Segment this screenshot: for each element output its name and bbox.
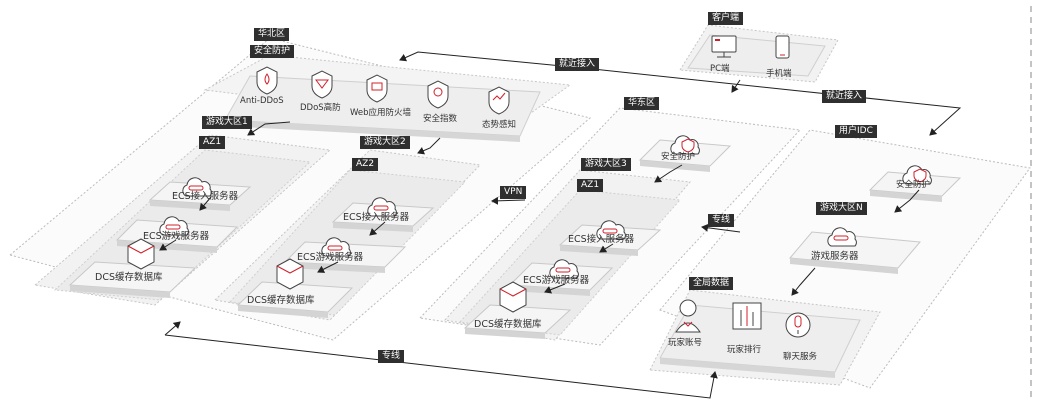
global-data-tag: 全局数据 bbox=[689, 277, 734, 290]
server-blocks bbox=[68, 139, 962, 339]
security-platform-edge bbox=[225, 120, 520, 142]
zonen-tag: 游戏大区N bbox=[816, 202, 867, 215]
zone1-tag: 游戏大区1 bbox=[202, 116, 252, 129]
player-ranking-label: 玩家排行 bbox=[727, 345, 762, 355]
zone3-dcs-label: DCS缓存数据库 bbox=[474, 319, 542, 330]
zone1-ecs-access-label: ECS接入服务器 bbox=[172, 191, 239, 202]
user-idc-tag: 用户IDC bbox=[835, 125, 877, 138]
dedicated-line-tag-2: 专线 bbox=[378, 350, 405, 363]
zone2-dcs-label: DCS缓存数据库 bbox=[247, 295, 315, 306]
zone3-tag: 游戏大区3 bbox=[581, 158, 631, 171]
security-shield-icons bbox=[256, 66, 510, 115]
cloud-server-icons bbox=[159, 135, 932, 279]
dcs-icons bbox=[127, 238, 527, 313]
east-security-label: 安全防护 bbox=[661, 152, 696, 162]
east-region-tag: 华东区 bbox=[624, 97, 660, 110]
zone1-ecs-game-label: ECS游戏服务器 bbox=[143, 231, 210, 242]
zone2-ecs-game-label: ECS游戏服务器 bbox=[297, 252, 364, 263]
zone2-tag: 游戏大区2 bbox=[360, 136, 410, 149]
dedicated-line-tag-1: 专线 bbox=[708, 214, 735, 227]
security-panel-tag: 安全防护 bbox=[250, 45, 295, 58]
idc-game-server-label: 游戏服务器 bbox=[811, 251, 859, 262]
zone1-dcs-label: DCS缓存数据库 bbox=[95, 272, 163, 283]
global-data-platform-edge bbox=[660, 358, 835, 378]
nearby-access-tag-2: 就近接入 bbox=[822, 90, 867, 103]
client-tag: 客户端 bbox=[708, 12, 744, 25]
zone3-ecs-game-label: ECS游戏服务器 bbox=[523, 275, 590, 286]
az1-east-tag: AZ1 bbox=[577, 179, 604, 192]
situation-awareness-label: 态势感知 bbox=[482, 120, 517, 130]
pc-label: PC端 bbox=[710, 64, 730, 74]
mobile-label: 手机端 bbox=[766, 69, 792, 79]
waf-label: Web应用防火墙 bbox=[350, 108, 412, 118]
vpn-tag: VPN bbox=[500, 186, 527, 199]
zone3-ecs-access-label: ECS接入服务器 bbox=[568, 234, 635, 245]
north-region-tag: 华北区 bbox=[254, 28, 290, 41]
ddos-protection-label: DDoS高防 bbox=[300, 103, 341, 113]
nearby-access-tag-1: 就近接入 bbox=[555, 58, 600, 71]
connectors bbox=[159, 51, 962, 399]
global-data-icons bbox=[675, 299, 811, 338]
security-index-label: 安全指数 bbox=[423, 114, 458, 124]
anti-ddos-label: Anti-DDoS bbox=[240, 96, 284, 106]
chat-service-label: 聊天服务 bbox=[783, 352, 818, 362]
az2-tag: AZ2 bbox=[352, 158, 379, 171]
zone2-ecs-access-label: ECS接入服务器 bbox=[343, 212, 410, 223]
client-device-icons bbox=[711, 35, 790, 59]
idc-security-label: 安全防护 bbox=[896, 180, 931, 190]
player-account-label: 玩家账号 bbox=[668, 338, 703, 348]
az1-north-tag: AZ1 bbox=[199, 136, 226, 149]
